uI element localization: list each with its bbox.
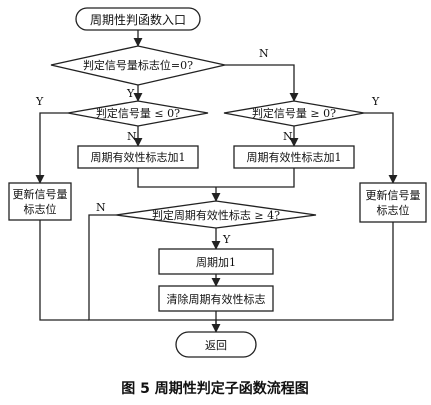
flag-check-flag-no: N [259, 47, 269, 60]
edge-valid-no [88, 214, 216, 321]
process-period-inc: 周期加1 [158, 248, 274, 275]
process-update-left: 更新信号量 标志位 [8, 182, 72, 221]
decision-check-flag-label: 判定信号量标志位=0? [83, 58, 193, 72]
node-return: 返回 [175, 331, 257, 358]
process-clear-valid: 清除周期有效性标志 [158, 285, 274, 312]
decision-check-le-label: 判定信号量 ≤ 0? [96, 106, 180, 120]
decision-check-le: 判定信号量 ≤ 0? [67, 100, 209, 127]
edge-ge-yes [364, 112, 398, 184]
process-update-left-line1: 更新信号量 [13, 187, 68, 201]
flag-check-le-no: N [127, 130, 137, 143]
edge-inc-left-merge [137, 168, 216, 188]
decision-check-ge: 判定信号量 ≥ 0? [223, 100, 365, 127]
edge-flag-no [225, 64, 299, 102]
process-update-left-line2: 标志位 [24, 202, 57, 216]
process-inc-valid-left-label: 周期有效性标志加1 [91, 150, 186, 164]
flag-check-flag-yes: Y [126, 87, 135, 100]
process-update-right-line1: 更新信号量 [366, 188, 421, 202]
flag-check-valid-yes: Y [222, 233, 231, 246]
figure-caption: 图 5 周期性判定子函数流程图 [121, 380, 309, 397]
decision-check-flag: 判定信号量标志位=0? [50, 45, 226, 86]
decision-check-ge-label: 判定信号量 ≥ 0? [252, 106, 336, 120]
edges [35, 30, 398, 333]
decision-check-valid-label: 判定周期有效性标志 ≥ 4? [152, 208, 280, 222]
edge-inc-right-merge [216, 168, 295, 188]
process-inc-valid-left: 周期有效性标志加1 [77, 145, 199, 169]
edge-le-yes [35, 112, 68, 184]
flag-check-ge-yes: Y [371, 95, 380, 108]
process-update-right-line2: 标志位 [377, 203, 410, 217]
process-clear-valid-label: 清除周期有效性标志 [167, 292, 266, 306]
process-inc-valid-right-label: 周期有效性标志加1 [247, 150, 342, 164]
node-entry: 周期性判函数入口 [75, 7, 201, 31]
edge-left-update-down [39, 220, 89, 321]
edge-flags: Y N Y N N Y Y N [35, 47, 380, 246]
process-update-right: 更新信号量 标志位 [359, 182, 427, 223]
edge-right-update-down [216, 222, 394, 321]
flag-check-valid-no: N [96, 201, 106, 214]
node-entry-label: 周期性判函数入口 [90, 12, 186, 27]
decision-check-valid: 判定周期有效性标志 ≥ 4? [115, 200, 317, 229]
node-return-label: 返回 [205, 339, 227, 352]
process-period-inc-label: 周期加1 [196, 256, 236, 269]
process-inc-valid-right: 周期有效性标志加1 [233, 145, 355, 169]
flag-check-ge-no: N [283, 130, 293, 143]
flag-check-le-yes: Y [35, 95, 44, 108]
